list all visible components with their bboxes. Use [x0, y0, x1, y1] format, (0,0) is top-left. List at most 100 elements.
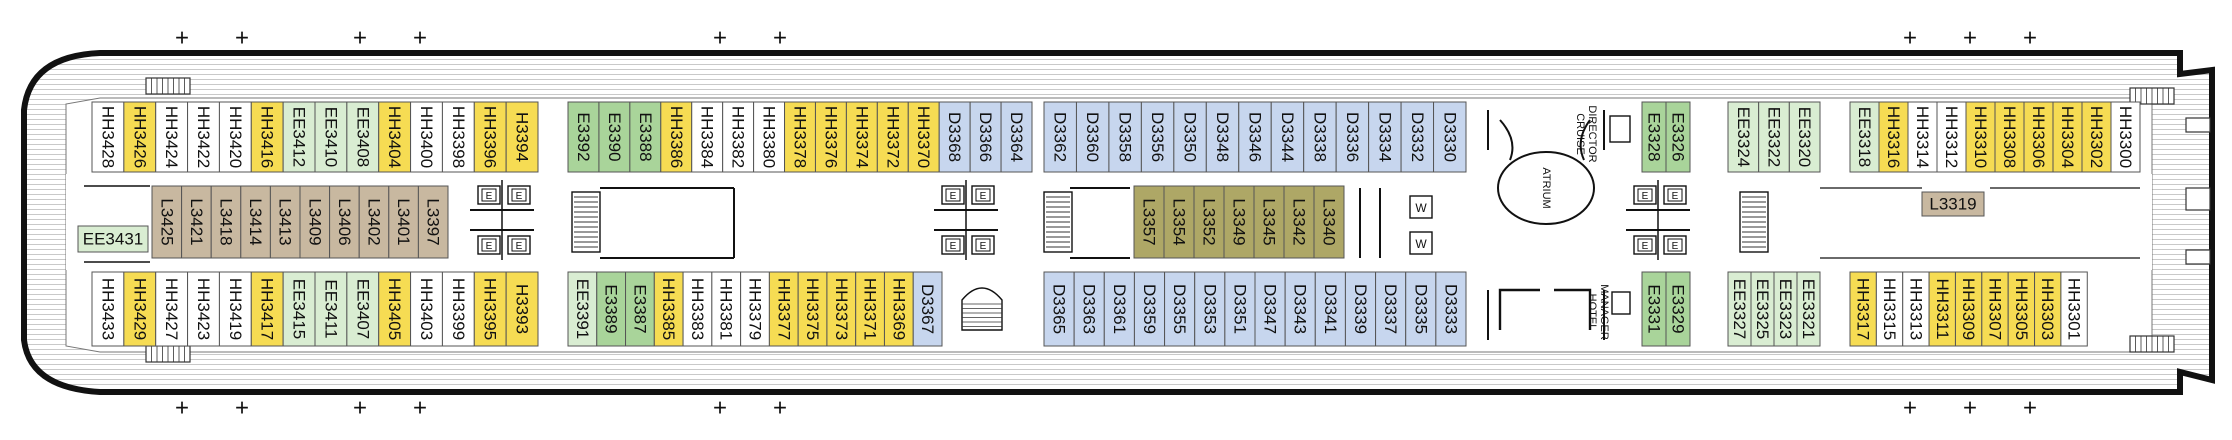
- cabin-HH3376[interactable]: HH3376: [814, 101, 847, 173]
- cabin-L3357[interactable]: L3357: [1133, 185, 1165, 259]
- cabin-EE3325[interactable]: EE3325: [1750, 271, 1775, 347]
- cabin-L3319[interactable]: L3319: [1921, 191, 1985, 217]
- cabin-D3339[interactable]: D3339: [1344, 271, 1377, 347]
- cabin-L3352[interactable]: L3352: [1193, 185, 1225, 259]
- cabin-D3336[interactable]: D3336: [1335, 101, 1370, 173]
- cabin-EE3415[interactable]: EE3415: [282, 271, 316, 347]
- cabin-HH3424[interactable]: HH3424: [155, 101, 189, 173]
- cabin-E3329[interactable]: E3329: [1665, 271, 1691, 347]
- cabin-E3392[interactable]: E3392: [567, 101, 600, 173]
- cabin-HH3312[interactable]: HH3312: [1936, 101, 1967, 173]
- cabin-L3342[interactable]: L3342: [1283, 185, 1315, 259]
- cabin-HH3380[interactable]: HH3380: [753, 101, 786, 173]
- cabin-HH3374[interactable]: HH3374: [845, 101, 878, 173]
- cabin-HH3375[interactable]: HH3375: [797, 271, 828, 347]
- cabin-HH3304[interactable]: HH3304: [2052, 101, 2083, 173]
- cabin-D3364[interactable]: D3364: [1000, 101, 1033, 173]
- cabin-D3353[interactable]: D3353: [1194, 271, 1226, 347]
- cabin-HH3405[interactable]: HH3405: [378, 271, 412, 347]
- cabin-D3361[interactable]: D3361: [1103, 271, 1135, 347]
- cabin-L3349[interactable]: L3349: [1223, 185, 1255, 259]
- cabin-D3347[interactable]: D3347: [1254, 271, 1286, 347]
- cabin-EE3410[interactable]: EE3410: [314, 101, 348, 173]
- cabin-D3343[interactable]: D3343: [1284, 271, 1316, 347]
- cabin-HH3305[interactable]: HH3305: [2007, 271, 2036, 347]
- cabin-HH3317[interactable]: HH3317: [1849, 271, 1877, 347]
- cabin-HH3399[interactable]: HH3399: [441, 271, 475, 347]
- cabin-HH3429[interactable]: HH3429: [123, 271, 157, 347]
- cabin-HH3420[interactable]: HH3420: [218, 101, 252, 173]
- cabin-HH3427[interactable]: HH3427: [155, 271, 189, 347]
- cabin-HH3417[interactable]: HH3417: [250, 271, 284, 347]
- cabin-D3355[interactable]: D3355: [1164, 271, 1196, 347]
- cabin-EE3318[interactable]: EE3318: [1849, 101, 1880, 173]
- cabin-E3389[interactable]: E3389: [596, 271, 627, 347]
- cabin-HH3313[interactable]: HH3313: [1902, 271, 1930, 347]
- cabin-D3333[interactable]: D3333: [1435, 271, 1467, 347]
- cabin-HH3310[interactable]: HH3310: [1965, 101, 1996, 173]
- cabin-HH3311[interactable]: HH3311: [1928, 271, 1956, 347]
- cabin-D3363[interactable]: D3363: [1073, 271, 1105, 347]
- cabin-EE3412[interactable]: EE3412: [282, 101, 316, 173]
- cabin-D3367[interactable]: D3367: [912, 271, 943, 347]
- cabin-E3331[interactable]: E3331: [1641, 271, 1667, 347]
- cabin-HH3314[interactable]: HH3314: [1907, 101, 1938, 173]
- cabin-HH3416[interactable]: HH3416: [250, 101, 284, 173]
- cabin-HH3315[interactable]: HH3315: [1875, 271, 1904, 347]
- cabin-EE3322[interactable]: EE3322: [1758, 101, 1790, 173]
- cabin-HH3384[interactable]: HH3384: [691, 101, 724, 173]
- cabin-HH3385[interactable]: HH3385: [653, 271, 684, 347]
- cabin-EE3327[interactable]: EE3327: [1727, 271, 1752, 347]
- cabin-EE3407[interactable]: EE3407: [346, 271, 380, 347]
- cabin-D3337[interactable]: D3337: [1375, 271, 1407, 347]
- cabin-HH3370[interactable]: HH3370: [907, 101, 940, 173]
- cabin-L3421[interactable]: L3421: [181, 185, 212, 259]
- cabin-D3365[interactable]: D3365: [1043, 271, 1075, 347]
- cabin-HH3371[interactable]: HH3371: [855, 271, 885, 347]
- cabin-HH3369[interactable]: HH3369: [883, 271, 914, 347]
- cabin-L3409[interactable]: L3409: [299, 185, 331, 259]
- cabin-EE3431[interactable]: EE3431: [77, 225, 149, 253]
- cabin-D3344[interactable]: D3344: [1270, 101, 1305, 173]
- cabin-HH3396[interactable]: HH3396: [473, 101, 507, 173]
- cabin-L3401[interactable]: L3401: [388, 185, 419, 259]
- cabin-HH3302[interactable]: HH3302: [2081, 101, 2112, 173]
- cabin-D3335[interactable]: D3335: [1405, 271, 1437, 347]
- cabin-D3362[interactable]: D3362: [1043, 101, 1077, 173]
- cabin-HH3309[interactable]: HH3309: [1954, 271, 1983, 347]
- cabin-HH3395[interactable]: HH3395: [473, 271, 507, 347]
- cabin-EE3321[interactable]: EE3321: [1796, 271, 1821, 347]
- cabin-L3345[interactable]: L3345: [1253, 185, 1285, 259]
- cabin-E3326[interactable]: E3326: [1665, 101, 1691, 173]
- cabin-HH3372[interactable]: HH3372: [876, 101, 909, 173]
- cabin-EE3411[interactable]: EE3411: [314, 271, 348, 347]
- cabin-D3346[interactable]: D3346: [1238, 101, 1272, 173]
- cabin-HH3379[interactable]: HH3379: [740, 271, 770, 347]
- cabin-HH3419[interactable]: HH3419: [218, 271, 252, 347]
- cabin-HH3422[interactable]: HH3422: [187, 101, 220, 173]
- cabin-HH3398[interactable]: HH3398: [441, 101, 475, 173]
- cabin-L3406[interactable]: L3406: [329, 185, 360, 259]
- cabin-D3330[interactable]: D3330: [1433, 101, 1467, 173]
- cabin-D3332[interactable]: D3332: [1400, 101, 1435, 173]
- cabin-HH3382[interactable]: HH3382: [722, 101, 755, 173]
- cabin-HH3433[interactable]: HH3433: [91, 271, 125, 347]
- cabin-L3402[interactable]: L3402: [358, 185, 390, 259]
- cabin-EE3391[interactable]: EE3391: [567, 271, 598, 347]
- cabin-HH3300[interactable]: HH3300: [2110, 101, 2141, 173]
- cabin-HH3403[interactable]: HH3403: [410, 271, 443, 347]
- cabin-E3387[interactable]: E3387: [625, 271, 655, 347]
- cabin-HH3316[interactable]: HH3316: [1878, 101, 1909, 173]
- cabin-D3341[interactable]: D3341: [1314, 271, 1346, 347]
- cabin-HH3303[interactable]: HH3303: [2034, 271, 2062, 347]
- cabin-D3350[interactable]: D3350: [1173, 101, 1207, 173]
- cabin-D3360[interactable]: D3360: [1075, 101, 1110, 173]
- cabin-D3358[interactable]: D3358: [1108, 101, 1142, 173]
- cabin-L3397[interactable]: L3397: [417, 185, 449, 259]
- cabin-L3418[interactable]: L3418: [210, 185, 242, 259]
- cabin-L3354[interactable]: L3354: [1163, 185, 1195, 259]
- cabin-HH3428[interactable]: HH3428: [91, 101, 125, 173]
- cabin-HH3307[interactable]: HH3307: [1981, 271, 2009, 347]
- cabin-L3414[interactable]: L3414: [240, 185, 271, 259]
- cabin-H3394[interactable]: H3394: [505, 101, 539, 173]
